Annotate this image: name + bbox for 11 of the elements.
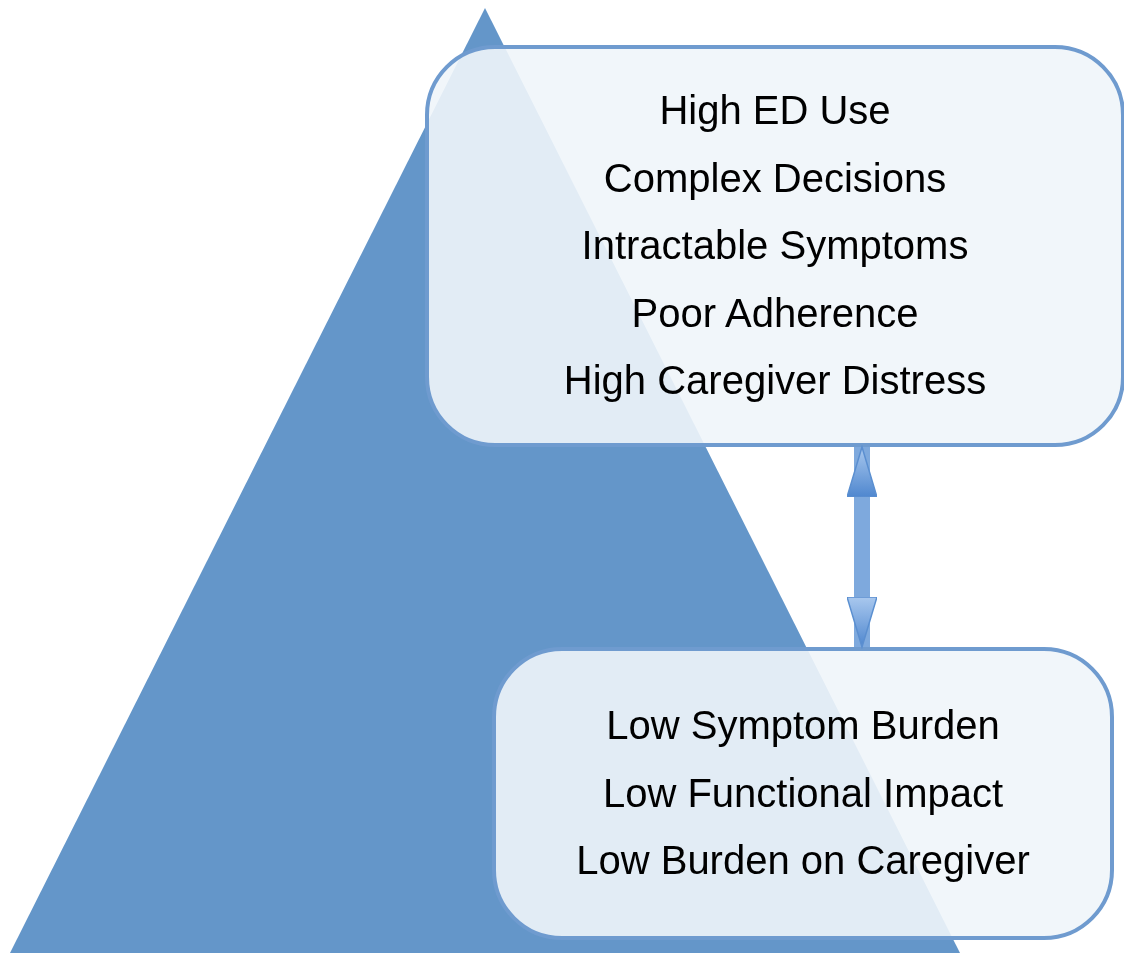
rounded-text-box [425,45,1124,447]
list-item-text: Complex Decisions [603,154,947,202]
rounded-text-box [492,647,1114,940]
list-item-text: Low Burden on Caregiver [576,837,1030,885]
list-item-text: Poor Adherence [631,289,919,337]
list-item-text: Low Symptom Burden [606,702,1000,750]
list-item-text: Low Functional Impact [602,769,1004,817]
list-item-text: High ED Use [659,87,891,135]
list-item-text: Intractable Symptoms [581,222,969,270]
double-arrow [846,446,878,648]
list-item-text: High Caregiver Distress [563,357,987,405]
